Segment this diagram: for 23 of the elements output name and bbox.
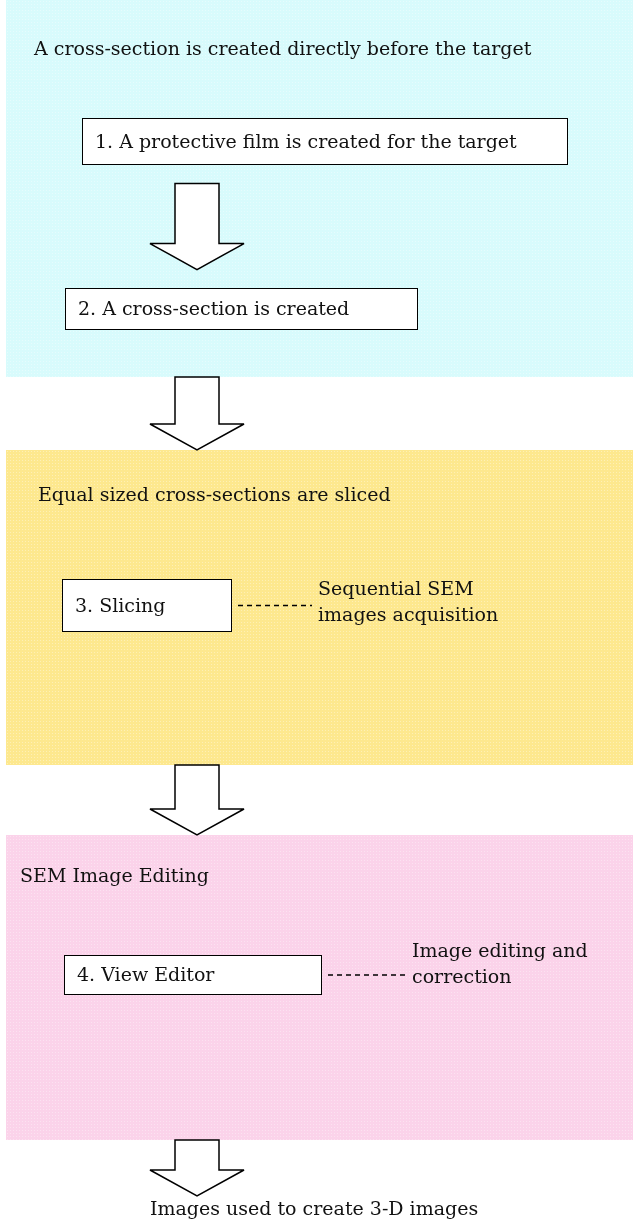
annotation-text: Image editing and correction [412, 938, 589, 989]
block-arrow [149, 376, 245, 451]
process-box [82, 118, 568, 165]
step-label: 3. Slicing [75, 592, 166, 618]
process-panel [6, 835, 633, 1140]
dashed-line [327, 974, 407, 976]
process-box [64, 955, 322, 995]
panel-heading: SEM Image Editing [20, 863, 209, 888]
process-panel [6, 0, 633, 377]
process-box [65, 288, 418, 330]
step-label: 1. A protective film is created for the target [95, 128, 517, 154]
process-panel [6, 450, 633, 765]
process-box [62, 579, 232, 632]
block-arrow [149, 1139, 245, 1197]
block-arrow [149, 764, 245, 836]
panel-heading: A cross-section is created directly before the target [34, 36, 532, 61]
step-label: 4. View Editor [77, 962, 215, 988]
annotation-text: Images used to create 3-D images [150, 1196, 480, 1221]
annotation-text: Sequential SEM images acquisition [318, 576, 500, 627]
dashed-line [237, 604, 313, 607]
step-label: 2. A cross-section is created [78, 296, 350, 322]
panel-heading: Equal sized cross-sections are sliced [38, 482, 391, 507]
block-arrow [149, 182, 245, 271]
